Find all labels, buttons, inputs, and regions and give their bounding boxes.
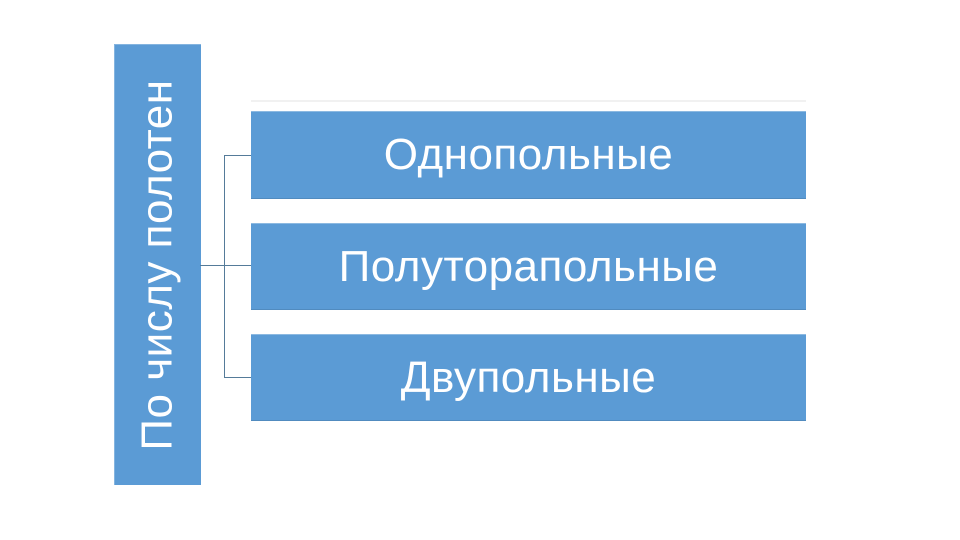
connector-stub-top (224, 155, 252, 156)
item-box-label: Полуторапольные (338, 241, 719, 291)
item-box-dvupolnye: Двупольные (251, 334, 806, 421)
item-box-odnopolnye: Однопольные (251, 111, 806, 199)
connector-stub-bottom (224, 377, 252, 378)
connector-vertical-spine (224, 155, 225, 378)
category-bar-label: По числу полотен (132, 78, 182, 451)
category-bar-shape: По числу полотен (114, 44, 201, 485)
connector-main-horizontal (200, 265, 252, 266)
item-box-label: Однопольные (383, 130, 674, 179)
faint-shadow-line (251, 100, 806, 102)
item-box-polutorapolnye: Полуторапольные (251, 223, 806, 310)
item-box-label: Двупольные (400, 352, 657, 402)
